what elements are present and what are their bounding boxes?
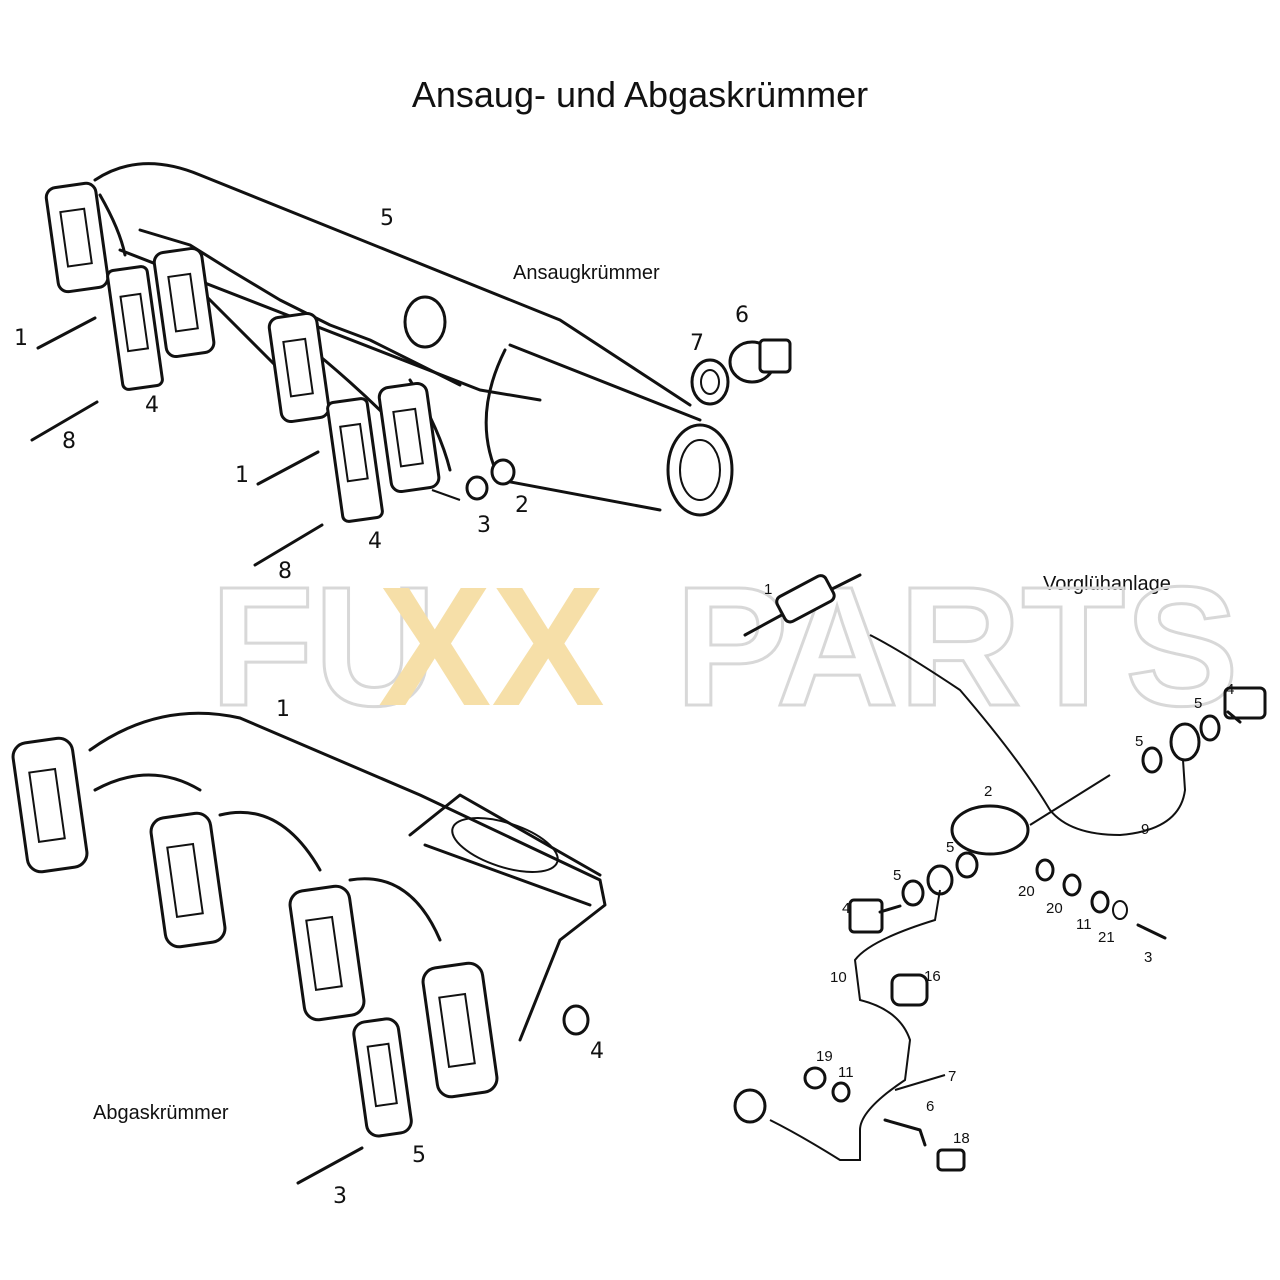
glow-callout: 1 xyxy=(764,581,772,598)
intake-callout: 4 xyxy=(145,393,159,418)
watermark-right: PARTS xyxy=(675,552,1239,742)
glow-callout: 4 xyxy=(1226,681,1234,698)
intake-callout: 8 xyxy=(278,559,292,584)
glow-callouts: 1 4 5 5 2 9 5 4 5 20 20 11 21 3 10 16 19… xyxy=(764,581,1234,1147)
glow-system-drawing xyxy=(733,573,1267,1172)
intake-manifold-drawing xyxy=(30,162,792,567)
glow-callout: 2 xyxy=(984,783,992,800)
glow-section-label: Vorglühanlage xyxy=(1043,573,1171,595)
glow-callout: 11 xyxy=(1076,916,1092,933)
intake-callout: 4 xyxy=(368,529,382,554)
intake-callout: 6 xyxy=(735,303,749,328)
glow-callout: 20 xyxy=(1046,900,1063,917)
watermark-left: FU xyxy=(210,552,437,742)
intake-callouts: 5 7 6 1 4 8 1 3 2 4 8 xyxy=(14,206,749,584)
intake-callout: 1 xyxy=(14,326,28,351)
glow-callout: 9 xyxy=(1141,821,1149,838)
exhaust-section-label: Abgaskrümmer xyxy=(93,1102,229,1124)
exhaust-callout: 3 xyxy=(333,1184,347,1209)
glow-callout: 20 xyxy=(1018,883,1035,900)
exhaust-callout: 5 xyxy=(412,1143,426,1168)
glow-callout: 5 xyxy=(1135,733,1143,750)
fuxxparts-watermark: FU XX PARTS xyxy=(209,551,1241,744)
exhaust-callouts: 1 4 5 3 xyxy=(276,697,604,1209)
intake-callout: 7 xyxy=(690,331,704,356)
intake-callout: 3 xyxy=(477,513,491,538)
exhaust-manifold-drawing xyxy=(11,711,607,1185)
intake-callout: 5 xyxy=(380,206,394,231)
glow-callout: 19 xyxy=(816,1048,833,1065)
page-title: Ansaug- und Abgaskrümmer xyxy=(411,74,869,115)
intake-section-label: Ansaugkrümmer xyxy=(513,262,660,284)
glow-callout: 4 xyxy=(842,900,850,917)
glow-callout: 5 xyxy=(1194,695,1202,712)
glow-callout: 11 xyxy=(838,1064,854,1081)
glow-callout: 5 xyxy=(893,867,901,884)
watermark-mid: XX xyxy=(378,552,605,742)
glow-callout: 3 xyxy=(1144,949,1152,966)
intake-callout: 2 xyxy=(515,493,529,518)
glow-callout: 18 xyxy=(953,1130,970,1147)
exhaust-callout: 4 xyxy=(590,1039,604,1064)
glow-callout: 6 xyxy=(926,1098,934,1115)
glow-callout: 21 xyxy=(1098,929,1115,946)
glow-callout: 5 xyxy=(946,839,954,856)
glow-callout: 7 xyxy=(948,1068,956,1085)
exhaust-callout: 1 xyxy=(276,697,290,722)
intake-callout: 1 xyxy=(235,463,249,488)
intake-callout: 8 xyxy=(62,429,76,454)
glow-callout: 16 xyxy=(924,968,941,985)
glow-callout: 10 xyxy=(830,969,847,986)
